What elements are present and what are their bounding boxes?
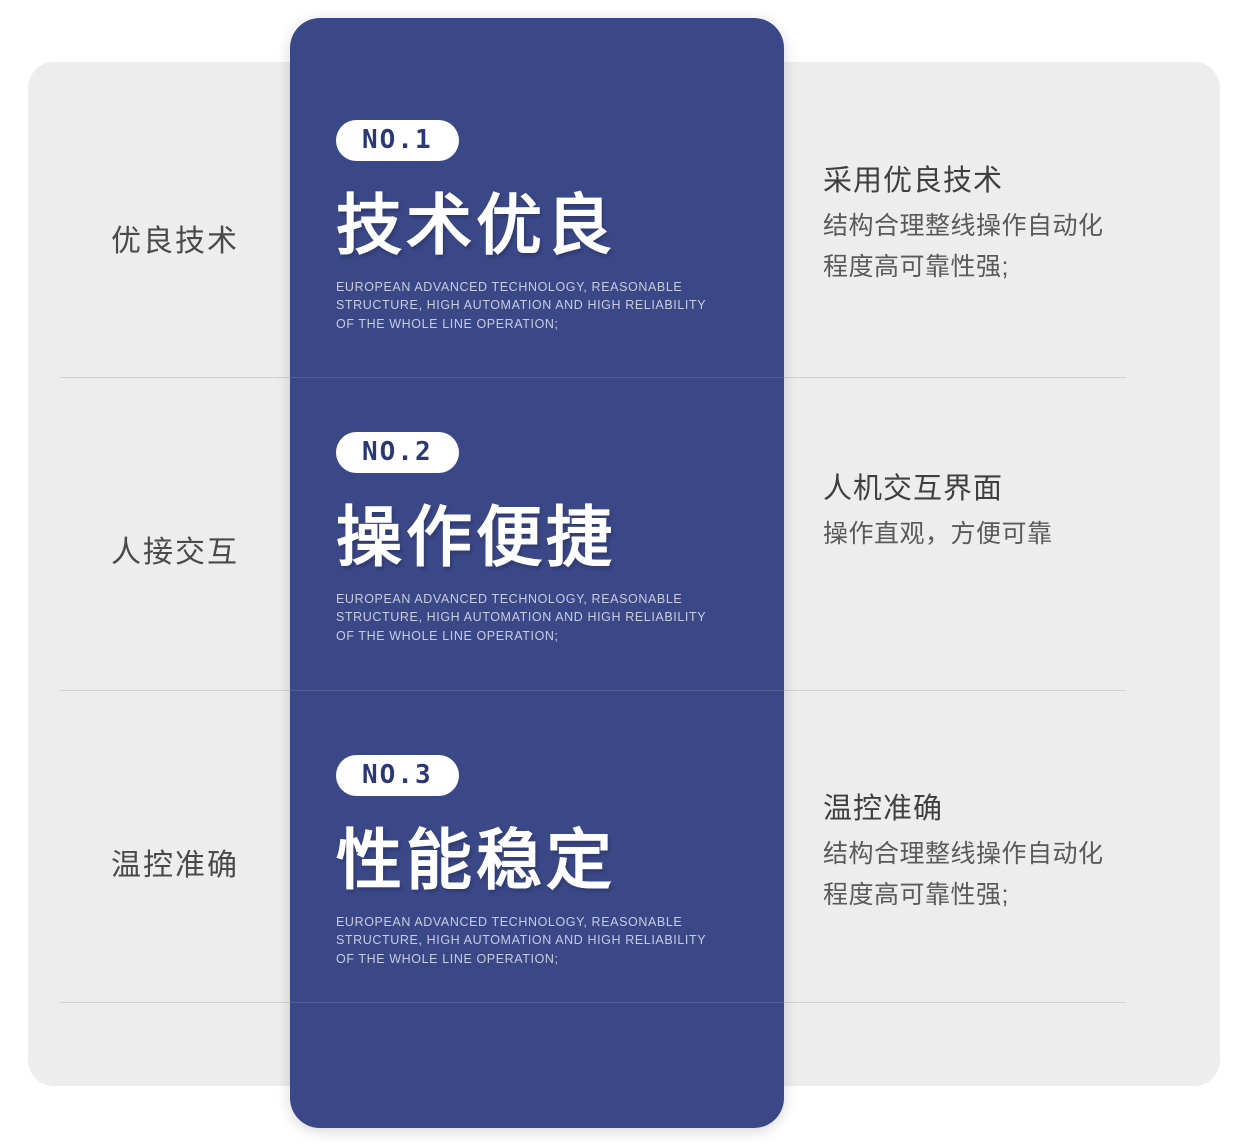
card-seam-1 — [290, 377, 784, 378]
card-seam-3 — [290, 1002, 784, 1003]
feature-block-1: NO.1 技术优良 EUROPEAN ADVANCED TECHNOLOGY, … — [336, 120, 746, 333]
right-description-3: 温控准确 结构合理整线操作自动化 程度高可靠性强; — [823, 788, 1203, 915]
feature-english-3: EUROPEAN ADVANCED TECHNOLOGY, REASONABLE… — [336, 913, 746, 967]
feature-english-1-line-2: STRUCTURE, HIGH AUTOMATION AND HIGH RELI… — [336, 298, 707, 313]
feature-badge-1: NO.1 — [336, 120, 459, 161]
feature-title-3: 性能稳定 — [336, 823, 616, 897]
feature-english-2: EUROPEAN ADVANCED TECHNOLOGY, REASONABLE… — [336, 590, 746, 644]
right-description-1: 采用优良技术 结构合理整线操作自动化 程度高可靠性强; — [823, 160, 1203, 287]
feature-english-1: EUROPEAN ADVANCED TECHNOLOGY, REASONABLE… — [336, 278, 746, 332]
feature-english-1-line-1: EUROPEAN ADVANCED TECHNOLOGY, REASONABLE — [336, 280, 683, 295]
right-description-line-3-2: 程度高可靠性强; — [823, 880, 1009, 909]
feature-english-3-line-2: STRUCTURE, HIGH AUTOMATION AND HIGH RELI… — [336, 933, 707, 948]
feature-english-3-line-1: EUROPEAN ADVANCED TECHNOLOGY, REASONABLE — [336, 915, 683, 930]
feature-title-1: 技术优良 — [336, 188, 616, 262]
right-description-line-1-2: 程度高可靠性强; — [823, 252, 1009, 281]
right-description-line-2-1: 操作直观，方便可靠 — [823, 520, 1053, 549]
right-description-title-3: 温控准确 — [823, 793, 944, 825]
feature-english-2-line-2: STRUCTURE, HIGH AUTOMATION AND HIGH RELI… — [336, 610, 707, 625]
feature-badge-2: NO.2 — [336, 432, 459, 473]
left-label-2: 人接交互 — [111, 536, 239, 569]
feature-english-1-line-3: OF THE WHOLE LINE OPERATION; — [336, 316, 559, 331]
feature-card-panel: NO.1 技术优良 EUROPEAN ADVANCED TECHNOLOGY, … — [290, 18, 784, 1128]
card-seam-2 — [290, 690, 784, 691]
feature-english-3-line-3: OF THE WHOLE LINE OPERATION; — [336, 951, 559, 966]
right-description-title-2: 人机交互界面 — [823, 473, 1004, 505]
left-label-3: 温控准确 — [111, 849, 239, 882]
left-label-1: 优良技术 — [111, 225, 239, 258]
right-description-title-1: 采用优良技术 — [823, 165, 1004, 197]
feature-english-2-line-3: OF THE WHOLE LINE OPERATION; — [336, 628, 559, 643]
feature-english-2-line-1: EUROPEAN ADVANCED TECHNOLOGY, REASONABLE — [336, 592, 683, 607]
right-description-line-1-1: 结构合理整线操作自动化 — [823, 212, 1104, 241]
feature-block-2: NO.2 操作便捷 EUROPEAN ADVANCED TECHNOLOGY, … — [336, 432, 746, 645]
feature-block-3: NO.3 性能稳定 EUROPEAN ADVANCED TECHNOLOGY, … — [336, 755, 746, 968]
right-description-2: 人机交互界面 操作直观，方便可靠 — [823, 468, 1203, 555]
feature-badge-3: NO.3 — [336, 755, 459, 796]
right-description-line-3-1: 结构合理整线操作自动化 — [823, 840, 1104, 869]
feature-title-2: 操作便捷 — [336, 500, 616, 574]
